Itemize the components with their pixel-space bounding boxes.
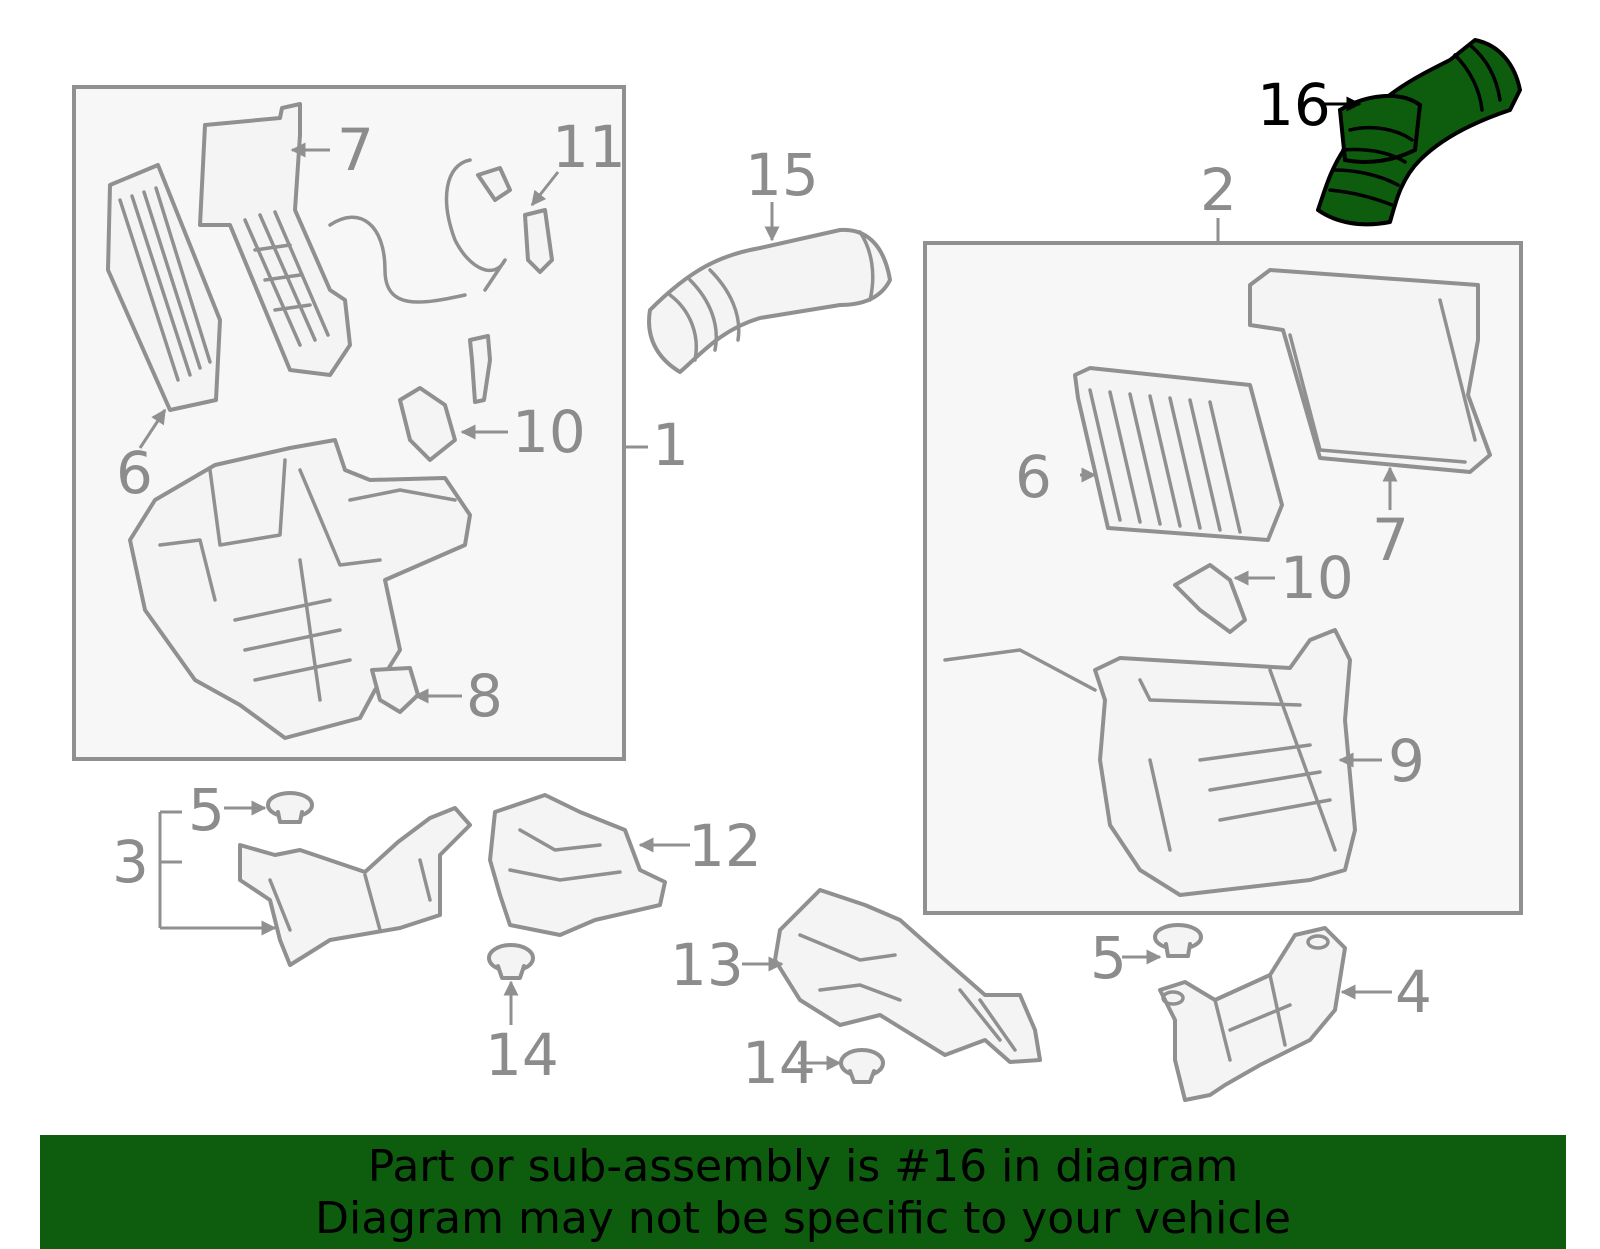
banner-line-2: Diagram may not be specific to your vehi… bbox=[315, 1193, 1291, 1244]
callout-14-left: 14 bbox=[485, 1021, 559, 1089]
callout-10-right: 10 bbox=[1280, 544, 1354, 612]
part-6-air-filter bbox=[106, 163, 222, 412]
callout-6-left: 6 bbox=[116, 439, 153, 507]
callout-5-left: 5 bbox=[188, 776, 225, 844]
callout-10-left: 10 bbox=[512, 398, 586, 466]
callout-7-right: 7 bbox=[1372, 506, 1409, 574]
part-9-housing-lower bbox=[943, 628, 1357, 897]
part-10-bracket-left bbox=[398, 334, 492, 462]
part-5-grommet-left bbox=[266, 791, 314, 824]
part-13-duct bbox=[773, 888, 1042, 1064]
part-16-intake-hose[interactable] bbox=[1316, 38, 1522, 227]
callout-4: 4 bbox=[1395, 958, 1432, 1026]
part-6-filter-right bbox=[1073, 366, 1284, 542]
callout-13: 13 bbox=[670, 931, 744, 999]
part-3-bracket bbox=[238, 806, 472, 967]
callout-14-right: 14 bbox=[742, 1029, 816, 1097]
callout-5-right: 5 bbox=[1090, 924, 1127, 992]
part-11-sensor bbox=[476, 166, 554, 274]
callout-7-left: 7 bbox=[337, 116, 374, 184]
part-air-cleaner-housing bbox=[128, 438, 472, 740]
part-5-grommet-right bbox=[1153, 923, 1203, 958]
part-4-mount-bracket bbox=[1158, 926, 1347, 1102]
part-7-filter-cover-right bbox=[1248, 268, 1492, 474]
notice-banner: Part or sub-assembly is #16 in diagram D… bbox=[40, 1135, 1566, 1249]
part-8-clip bbox=[370, 666, 420, 714]
callout-1: 1 bbox=[652, 411, 689, 479]
callout-11: 11 bbox=[552, 113, 626, 181]
part-15-intake-duct bbox=[647, 227, 892, 374]
part-7-air-cleaner-cover bbox=[198, 102, 352, 377]
part-14-clip-right bbox=[839, 1048, 885, 1084]
callout-15: 15 bbox=[745, 141, 819, 209]
callout-12: 12 bbox=[688, 812, 762, 880]
part-10-bracket-right bbox=[1173, 563, 1247, 634]
callout-16: 16 bbox=[1257, 71, 1331, 139]
callout-6-right: 6 bbox=[1015, 443, 1052, 511]
part-12-cover bbox=[488, 793, 667, 937]
callout-2: 2 bbox=[1200, 156, 1237, 224]
part-14-clip-left bbox=[487, 943, 535, 980]
callout-9: 9 bbox=[1388, 727, 1425, 795]
callout-8: 8 bbox=[466, 662, 503, 730]
banner-line-1: Part or sub-assembly is #16 in diagram bbox=[367, 1141, 1239, 1192]
hose-lines bbox=[328, 158, 507, 304]
callout-3: 3 bbox=[112, 828, 149, 896]
